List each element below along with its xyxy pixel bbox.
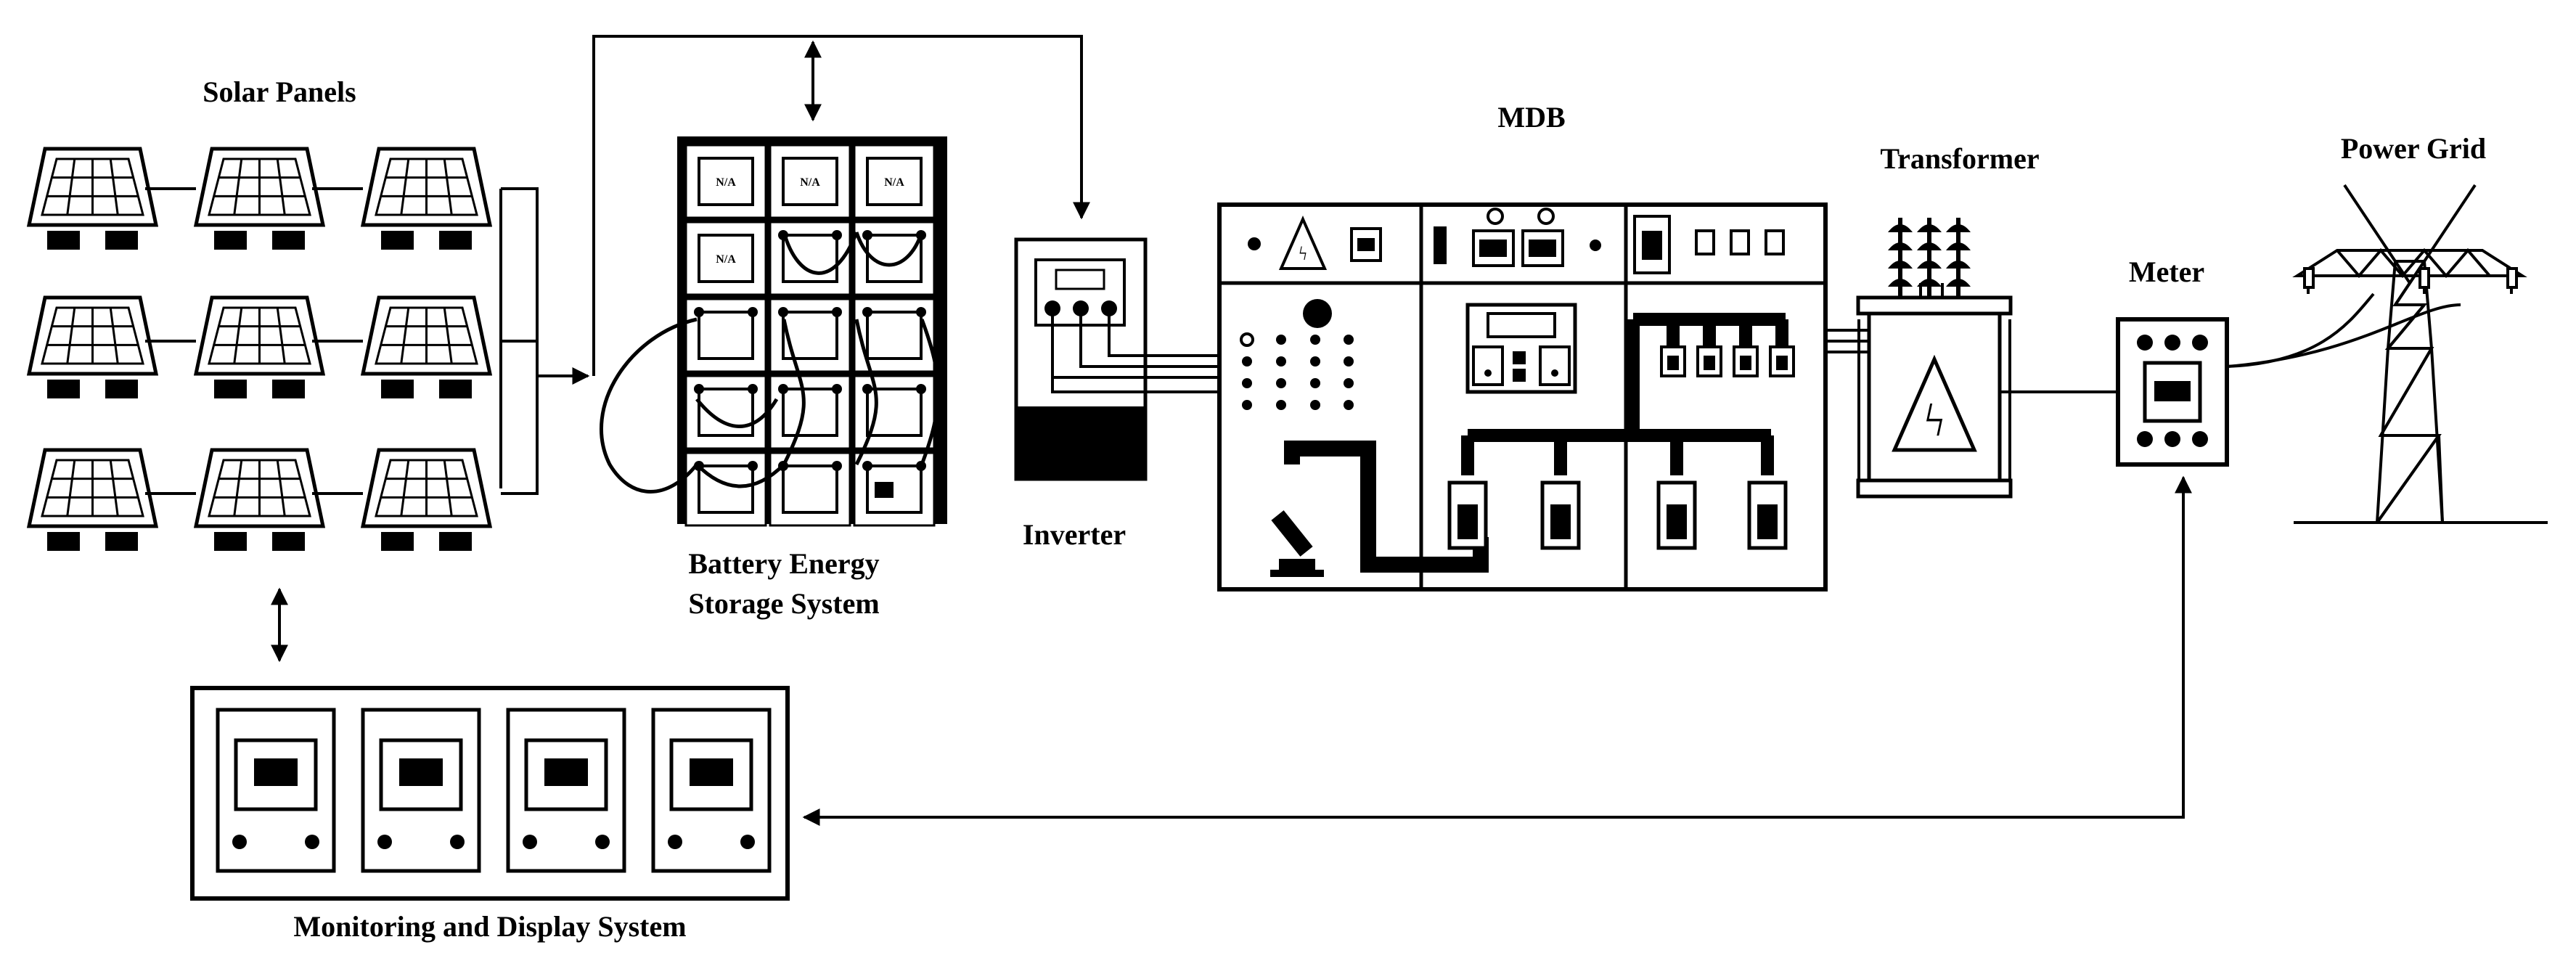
indicator-light	[1310, 400, 1320, 410]
battery-cell	[684, 374, 767, 450]
battery-cell: N/A	[684, 221, 767, 296]
meter-to-grid-wire	[2226, 292, 2461, 368]
indicator-light	[1240, 332, 1254, 347]
transformer: ϟ	[1856, 218, 2013, 499]
circuit-breaker	[1656, 480, 1697, 550]
transformer-label: Transformer	[1880, 142, 2039, 175]
indicator-light	[1344, 378, 1354, 388]
circuit-breaker	[1769, 345, 1795, 377]
solar-to-inverter-link	[271, 35, 1090, 663]
solar-panel	[26, 448, 159, 551]
inverter-label: Inverter	[1023, 518, 1126, 551]
solar-panel	[360, 147, 493, 250]
indicator-light	[1310, 378, 1320, 388]
solar-panel	[193, 147, 326, 250]
svg-text:ϟ: ϟ	[1924, 394, 1945, 446]
indicator-light	[1310, 356, 1320, 367]
display-screen	[254, 758, 298, 786]
battery-cell	[769, 221, 851, 296]
bess-label-line1: Battery Energy	[688, 547, 879, 580]
battery-cell-label: N/A	[716, 253, 736, 266]
indicator-light	[1310, 335, 1320, 345]
battery-cell-label: N/A	[884, 176, 904, 189]
circuit-breaker	[1696, 345, 1722, 377]
monitor-unit	[651, 708, 772, 873]
indicator-light	[1276, 400, 1286, 410]
battery-cell	[853, 221, 936, 296]
transformer-bushing	[1888, 218, 1913, 298]
battery-cell	[769, 298, 851, 373]
indicator-light	[1276, 335, 1286, 345]
solar-panel-array	[26, 147, 493, 551]
solar-panel	[360, 295, 493, 398]
mdb-label: MDB	[1497, 101, 1565, 134]
solar-panel	[26, 147, 159, 250]
battery-cell: N/A	[769, 144, 851, 219]
circuit-breaker	[1447, 480, 1488, 550]
circuit-breaker	[1660, 345, 1686, 377]
solar-wiring	[145, 187, 590, 495]
indicator-light	[1242, 400, 1252, 410]
solar-panel	[360, 448, 493, 551]
battery-cell	[853, 374, 936, 450]
display-screen	[690, 758, 733, 786]
circuit-breaker	[1747, 480, 1788, 550]
indicator-light	[1344, 356, 1354, 367]
bess-label-line2: Storage System	[688, 587, 879, 620]
display-screen	[544, 758, 588, 786]
svg-text:ϟ: ϟ	[1299, 243, 1307, 264]
meter	[2116, 317, 2229, 467]
indicator-light	[1344, 400, 1354, 410]
solar-panel	[26, 295, 159, 398]
battery-cell	[769, 374, 851, 450]
indicator-light	[1242, 356, 1252, 367]
power-grid-tower	[2292, 184, 2548, 524]
indicator-light	[1276, 356, 1286, 367]
monitoring-label: Monitoring and Display System	[293, 910, 686, 943]
battery-cell	[684, 298, 767, 373]
battery-energy-storage-system: N/A N/A N/A N/A	[600, 136, 947, 527]
indicator-light	[1242, 378, 1252, 388]
transformer-bushing	[1946, 218, 1971, 298]
display-screen	[399, 758, 443, 786]
battery-cell: N/A	[684, 144, 767, 219]
solar-panels-label: Solar Panels	[203, 75, 356, 108]
meter-label: Meter	[2129, 255, 2204, 288]
monitor-unit	[361, 708, 481, 873]
circuit-breaker	[1540, 480, 1581, 550]
monitor-unit	[216, 708, 336, 873]
inverter-to-mdb-wiring	[1051, 308, 1219, 393]
solar-panel	[193, 448, 326, 551]
battery-cell-label: N/A	[800, 176, 820, 189]
battery-cell-label: N/A	[716, 176, 736, 189]
monitoring-to-meter-link	[802, 475, 2192, 826]
power-grid-label: Power Grid	[2341, 132, 2486, 165]
monitoring-and-display-system	[190, 686, 790, 901]
main-distribution-board: ϟ	[1217, 202, 1828, 591]
transformer-bushing	[1917, 218, 1942, 298]
solar-panel	[193, 295, 326, 398]
indicator-light	[1276, 378, 1286, 388]
battery-cell: N/A	[853, 144, 936, 219]
indicator-light	[1344, 335, 1354, 345]
battery-wiring	[600, 232, 940, 494]
monitor-unit	[506, 708, 626, 873]
circuit-breaker	[1733, 345, 1759, 377]
